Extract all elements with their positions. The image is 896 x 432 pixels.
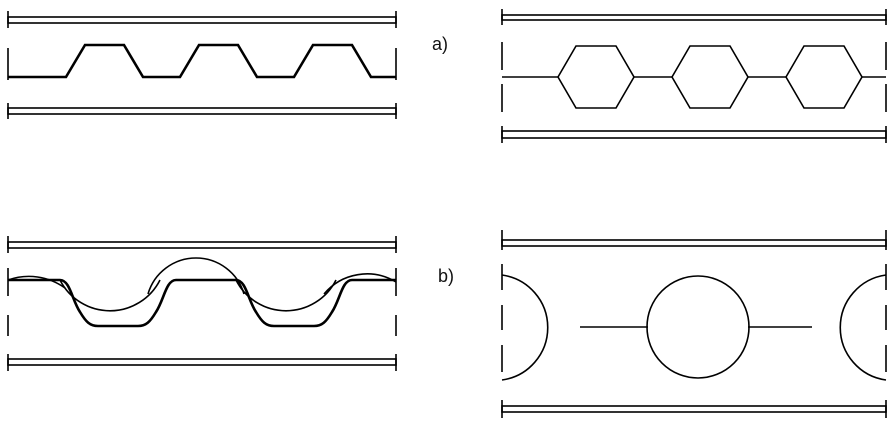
bottom-face-sheet — [501, 130, 887, 139]
bottom-face-sheet — [501, 405, 887, 413]
top-face-sheet — [501, 14, 887, 21]
half-circle-cell-left — [501, 274, 549, 381]
half-circle-cell-right — [839, 274, 887, 381]
hexagon-cell — [671, 45, 749, 109]
top-face-sheet — [501, 239, 887, 247]
bottom-face-sheet — [7, 107, 397, 115]
hexagon-cell — [557, 45, 635, 109]
trapezoidal-corrugation-profile — [8, 43, 396, 79]
panel-a-trapezoidal-core — [7, 11, 397, 119]
circular-arc-overlay — [59, 279, 161, 312]
label-b: b) — [438, 266, 454, 286]
rounded-corrugation-profile — [8, 278, 396, 328]
label-a: a) — [432, 34, 448, 54]
panel-b-rounded-core — [7, 236, 397, 371]
circular-arc-overlay — [147, 257, 245, 295]
circular-arc-overlay — [323, 273, 397, 295]
circular-arc-overlay — [7, 275, 66, 289]
panel-a-hexagonal-core — [501, 9, 887, 143]
bottom-face-sheet — [7, 358, 397, 366]
panel-b-circular-core — [501, 230, 887, 418]
circle-cell — [646, 275, 750, 379]
hexagon-cell — [785, 45, 863, 109]
top-face-sheet — [7, 16, 397, 24]
top-face-sheet — [7, 241, 397, 249]
circular-arc-overlay — [235, 279, 337, 312]
